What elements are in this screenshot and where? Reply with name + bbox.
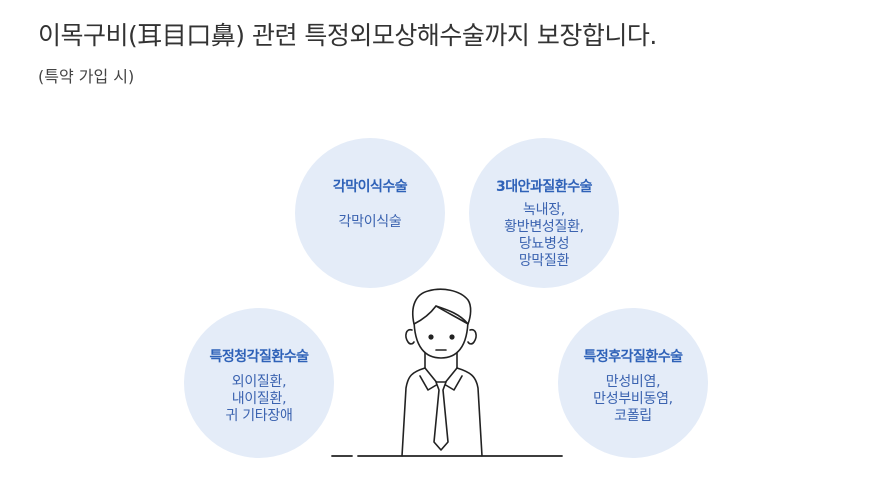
- circle-item: 코폴립: [558, 408, 708, 425]
- circle-item: 귀 기타장애: [184, 408, 334, 425]
- circle-title: 특정청각질환수술: [184, 346, 334, 366]
- circle-title: 특정후각질환수술: [558, 346, 708, 366]
- page-title: 이목구비(耳目口鼻) 관련 특정외모상해수술까지 보장합니다.: [38, 16, 657, 52]
- circle-item: 녹내장,: [469, 202, 619, 219]
- coverage-circle-eye-disease: 3대안과질환수술 녹내장, 황반변성질환, 당뇨병성 망막질환: [469, 138, 619, 288]
- coverage-circle-cornea: 각막이식수술 각막이식술: [295, 138, 445, 288]
- circle-item: 당뇨병성: [469, 236, 619, 253]
- rider-note: (특약 가입 시): [38, 63, 134, 87]
- circle-item: 외이질환,: [184, 374, 334, 391]
- circle-item: 내이질환,: [184, 391, 334, 408]
- coverage-circle-hearing: 특정청각질환수술 외이질환, 내이질환, 귀 기타장애: [184, 308, 334, 458]
- circle-title: 3대안과질환수술: [469, 176, 619, 196]
- circle-item: 각막이식술: [295, 214, 445, 231]
- circle-item: 만성비염,: [558, 374, 708, 391]
- circle-item: 황반변성질환,: [469, 219, 619, 236]
- businessman-with-tie-icon: [330, 284, 566, 466]
- circle-title: 각막이식수술: [295, 176, 445, 196]
- coverage-circle-smell: 특정후각질환수술 만성비염, 만성부비동염, 코폴립: [558, 308, 708, 458]
- circle-item: 망막질환: [469, 253, 619, 270]
- circle-item: 만성부비동염,: [558, 391, 708, 408]
